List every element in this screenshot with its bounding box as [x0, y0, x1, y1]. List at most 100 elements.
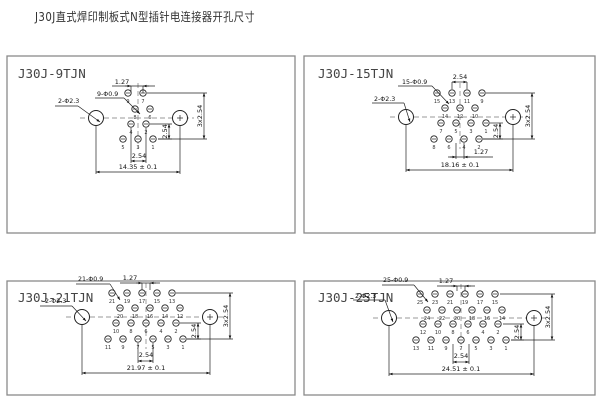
- pin-hole: 13: [412, 336, 420, 352]
- dimension-label: 3x2.54: [524, 105, 532, 127]
- callout-leader: [384, 299, 394, 323]
- pin-hole: 3: [134, 135, 142, 151]
- pin-number: 6: [148, 115, 151, 121]
- callout-leader: [431, 85, 450, 105]
- pin-hole: 13: [448, 89, 456, 105]
- pin-hole: 19: [123, 289, 131, 305]
- pin-hole: 22: [438, 306, 446, 322]
- pin-hole-callout: 21-Φ0.9: [78, 276, 103, 283]
- panel-title: J30J-9TJN: [18, 66, 86, 81]
- pin-hole: 8: [449, 320, 457, 336]
- dimension-label: 1.27: [115, 78, 129, 86]
- pin-number: 4: [159, 329, 162, 335]
- pin-number: 17: [139, 299, 145, 305]
- dimension: 2.54: [150, 123, 172, 140]
- pin-number: 7: [459, 346, 462, 352]
- pin-number: 18: [132, 314, 138, 320]
- pin-hole: 13: [168, 289, 176, 305]
- dimension: 2.54: [503, 323, 524, 341]
- callout-leader: [71, 305, 87, 322]
- pin-hole: 7: [457, 336, 465, 352]
- pin-hole: 1: [502, 336, 510, 352]
- pin-number: 14: [499, 316, 505, 322]
- pin-hole: 8: [127, 319, 135, 335]
- pin-hole: 12: [419, 320, 427, 336]
- pin-number: 12: [457, 114, 463, 120]
- callout-leader: [403, 102, 411, 123]
- pin-number: 24: [424, 316, 430, 322]
- mounting-hole-left: [88, 110, 104, 126]
- pin-number: 8: [129, 329, 132, 335]
- pin-number: 22: [439, 316, 445, 322]
- pin-number: 7: [439, 129, 442, 135]
- pin-number: 5: [474, 346, 477, 352]
- dimension-label: 3x2.54: [222, 305, 230, 327]
- pin-number: 13: [449, 99, 455, 105]
- pin-hole: 24: [423, 306, 431, 322]
- panel-frame: [303, 280, 596, 396]
- pin-number: 9: [121, 345, 124, 351]
- dimension-label: 2.54: [513, 325, 521, 339]
- dimension-label: 2.54: [190, 324, 198, 338]
- mount-hole-callout: 2-Φ2.3: [374, 96, 395, 103]
- pin-number: 12: [420, 330, 426, 336]
- dimension-label: 1.27: [439, 277, 453, 285]
- dimension-label: 14.35 ± 0.1: [119, 163, 158, 171]
- pin-number: 8: [451, 330, 454, 336]
- pin-number: 20: [454, 316, 460, 322]
- dimension-label: 21.97 ± 0.1: [127, 364, 166, 372]
- pin-number: 2: [496, 330, 499, 336]
- pin-hole: 11: [463, 89, 471, 105]
- pin-number: 3: [489, 346, 492, 352]
- pin-number: 21: [447, 300, 453, 306]
- pin-hole: 18: [468, 306, 476, 322]
- pin-hole: 19: [461, 290, 469, 306]
- pin-hole: 16: [483, 306, 491, 322]
- dimension-label: 2.54: [161, 124, 169, 138]
- pin-number: 2: [174, 329, 177, 335]
- dimension-label: 2.54: [453, 73, 467, 81]
- dimension: 2.54: [130, 128, 147, 163]
- pin-hole-callout: 15-Φ0.9: [402, 79, 427, 86]
- pin-number: 1: [151, 145, 154, 151]
- pin-number: 11: [464, 99, 470, 105]
- pin-number: 14: [442, 114, 448, 120]
- pin-number: 14: [162, 314, 168, 320]
- pin-hole-callout: 25-Φ0.9: [383, 277, 408, 284]
- mounting-hole-left: [381, 310, 397, 326]
- pin-number: 11: [105, 345, 111, 351]
- dimension-label: 2.54: [454, 352, 468, 360]
- dimension: 14.35 ± 0.1: [95, 126, 181, 174]
- callout-leader: [109, 283, 121, 301]
- dimension-label: 1.27: [474, 148, 488, 156]
- panel-frame: [6, 55, 296, 234]
- pin-number: 1: [484, 129, 487, 135]
- pin-hole: 6: [445, 135, 453, 151]
- pin-hole: 6: [464, 320, 472, 336]
- pin-hole: 10: [434, 320, 442, 336]
- pin-number: 15: [434, 99, 440, 105]
- pin-hole: 4: [479, 320, 487, 336]
- mount-hole-callout: 2-Φ2.3: [45, 298, 66, 305]
- pin-hole: 5: [119, 135, 127, 151]
- callout-leader: [77, 105, 101, 123]
- pin-hole: 11: [427, 336, 435, 352]
- pin-number: 23: [432, 300, 438, 306]
- pin-hole: 3: [487, 336, 495, 352]
- pin-hole: 14: [441, 104, 449, 120]
- pin-number: 3: [166, 345, 169, 351]
- pin-hole: 6: [142, 319, 150, 335]
- pin-hole: 1: [179, 335, 187, 351]
- pin-number: 3: [136, 145, 139, 151]
- pin-hole: 12: [456, 104, 464, 120]
- pin-number: 10: [435, 330, 441, 336]
- pin-number: 13: [169, 299, 175, 305]
- pin-number: 3: [469, 129, 472, 135]
- pin-number: 11: [428, 346, 434, 352]
- dimension: 24.51 ± 0.1: [388, 326, 535, 376]
- pin-number: 5: [121, 145, 124, 151]
- pin-hole: 1: [482, 119, 490, 135]
